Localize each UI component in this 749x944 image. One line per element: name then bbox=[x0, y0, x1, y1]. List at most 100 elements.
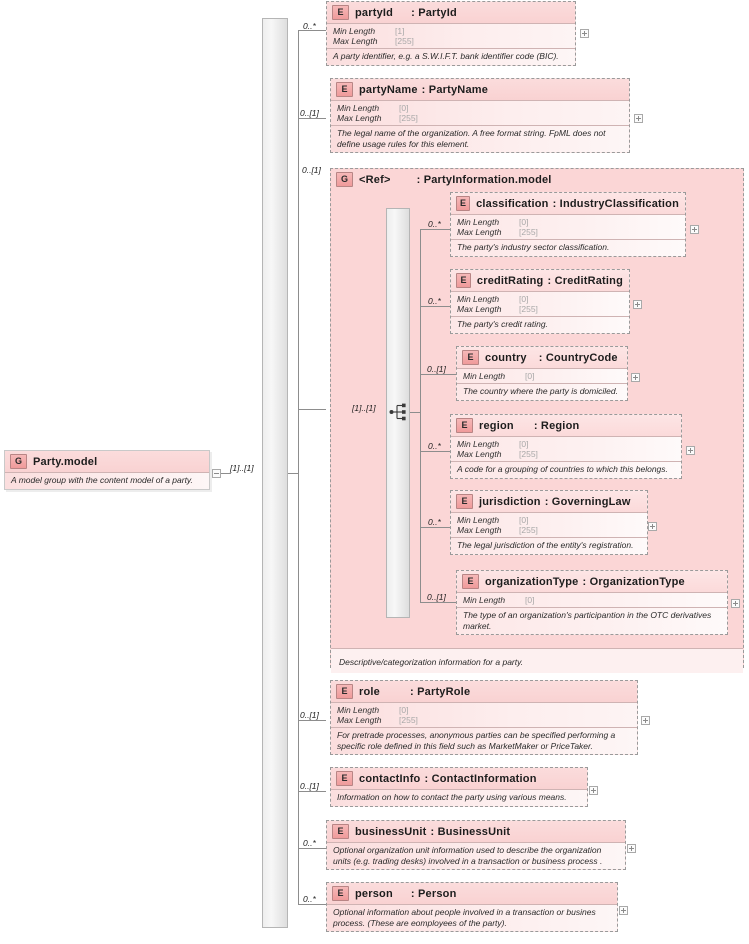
node-name-region: region: Region bbox=[479, 419, 580, 432]
expand-partyname-button[interactable] bbox=[634, 114, 643, 123]
facet-row: Max Length [255] bbox=[337, 113, 623, 123]
facet-key: Max Length bbox=[333, 36, 378, 46]
node-title-role: E role: PartyRole bbox=[331, 681, 637, 702]
group-badge-icon: G bbox=[10, 454, 27, 469]
connector-branch-partyname bbox=[298, 118, 326, 119]
sequence-bar-root bbox=[262, 18, 288, 928]
node-partyid[interactable]: E partyId: PartyId Min Length [1] Max Le… bbox=[326, 1, 576, 66]
connector-branch-creditrating bbox=[420, 306, 452, 307]
node-organizationtype[interactable]: E organizationType: OrganizationType Min… bbox=[456, 570, 728, 635]
facet-row: Min Length [0] bbox=[337, 705, 631, 715]
node-businessunit[interactable]: E businessUnit: BusinessUnit Optional or… bbox=[326, 820, 626, 870]
connector-root-to-bar bbox=[221, 473, 231, 474]
node-facets-jurisdiction: Min Length [0] Max Length [255] bbox=[451, 512, 647, 537]
element-badge-icon: E bbox=[462, 350, 479, 365]
connector-spine-root bbox=[298, 30, 299, 904]
node-title-party-model: G Party.model bbox=[5, 451, 209, 472]
element-badge-icon: E bbox=[336, 771, 353, 786]
node-doc-country: The country where the party is domiciled… bbox=[457, 383, 627, 400]
node-title-classification: E classification: IndustryClassification bbox=[451, 193, 685, 214]
facet-key: Min Length bbox=[457, 515, 500, 525]
connector-bar-to-spine bbox=[288, 473, 299, 474]
node-facets-partyname: Min Length [0] Max Length [255] bbox=[331, 100, 629, 125]
expand-person-button[interactable] bbox=[619, 906, 628, 915]
collapse-party-model-button[interactable] bbox=[212, 469, 221, 478]
node-contactinfo[interactable]: E contactInfo: ContactInformation Inform… bbox=[330, 767, 588, 807]
expand-organizationtype-button[interactable] bbox=[731, 599, 740, 608]
node-name-person: person: Person bbox=[355, 887, 457, 900]
expand-partyid-button[interactable] bbox=[580, 29, 589, 38]
connector-branch-partyinfo bbox=[298, 409, 326, 410]
node-person[interactable]: E person: Person Optional information ab… bbox=[326, 882, 618, 932]
node-title-person: E person: Person bbox=[327, 883, 617, 904]
node-jurisdiction[interactable]: E jurisdiction: GoverningLaw Min Length … bbox=[450, 490, 648, 555]
facet-key: Max Length bbox=[457, 227, 502, 237]
node-title-businessunit: E businessUnit: BusinessUnit bbox=[327, 821, 625, 842]
cardinality-party-model: [1]..[1] bbox=[230, 463, 254, 473]
facet-row: Max Length [255] bbox=[457, 449, 675, 459]
node-country[interactable]: E country: CountryCode Min Length [0] Th… bbox=[456, 346, 628, 401]
facet-row: Min Length [0] bbox=[337, 103, 623, 113]
expand-jurisdiction-button[interactable] bbox=[648, 522, 657, 531]
node-role[interactable]: E role: PartyRole Min Length [0] Max Len… bbox=[330, 680, 638, 755]
element-badge-icon: E bbox=[456, 196, 471, 211]
node-doc-partyinformation-model: Descriptive/categorization information f… bbox=[339, 657, 524, 667]
facet-value: [0] bbox=[399, 103, 409, 113]
facet-row: Min Length [0] bbox=[463, 595, 721, 605]
facet-value: [255] bbox=[399, 715, 418, 725]
expand-role-button[interactable] bbox=[641, 716, 650, 725]
element-badge-icon: E bbox=[336, 684, 353, 699]
node-creditrating[interactable]: E creditRating: CreditRating Min Length … bbox=[450, 269, 630, 334]
expand-contactinfo-button[interactable] bbox=[589, 786, 598, 795]
facet-key: Max Length bbox=[337, 113, 382, 123]
facet-row: Max Length [255] bbox=[457, 227, 679, 237]
node-region[interactable]: E region: Region Min Length [0] Max Leng… bbox=[450, 414, 682, 479]
facet-key: Min Length bbox=[457, 439, 500, 449]
element-badge-icon: E bbox=[456, 494, 473, 509]
node-title-partyinformation-model: G <Ref>: PartyInformation.model bbox=[331, 169, 743, 190]
facet-value: [255] bbox=[519, 525, 538, 535]
cardinality-person: 0..* bbox=[303, 894, 316, 904]
connector-branch-jurisdiction bbox=[420, 527, 452, 528]
connector-branch-classification bbox=[420, 229, 452, 230]
node-doc-creditrating: The party's credit rating. bbox=[451, 316, 629, 333]
connector-innerbar-to-spine bbox=[410, 412, 421, 413]
node-doc-person: Optional information about people involv… bbox=[327, 904, 617, 931]
cardinality-partyinfo: 0..[1] bbox=[302, 165, 321, 175]
connector-branch-businessunit bbox=[298, 848, 326, 849]
node-name-country: country: CountryCode bbox=[485, 351, 618, 364]
element-badge-icon: E bbox=[336, 82, 353, 97]
facet-value: [255] bbox=[519, 227, 538, 237]
node-name-party-model: Party.model bbox=[33, 455, 98, 468]
expand-classification-button[interactable] bbox=[690, 225, 699, 234]
node-name-classification: classification: IndustryClassification bbox=[476, 197, 679, 210]
facet-row: Max Length [255] bbox=[457, 304, 623, 314]
node-party-model[interactable]: G Party.model A model group with the con… bbox=[4, 450, 210, 490]
facet-key: Min Length bbox=[457, 217, 500, 227]
facet-row: Max Length [255] bbox=[457, 525, 641, 535]
node-facets-creditrating: Min Length [0] Max Length [255] bbox=[451, 291, 629, 316]
node-facets-classification: Min Length [0] Max Length [255] bbox=[451, 214, 685, 239]
facet-value: [255] bbox=[519, 304, 538, 314]
expand-region-button[interactable] bbox=[686, 446, 695, 455]
node-name-creditrating: creditRating: CreditRating bbox=[476, 274, 623, 287]
node-partyname[interactable]: E partyName: PartyName Min Length [0] Ma… bbox=[330, 78, 630, 153]
node-classification[interactable]: E classification: IndustryClassification… bbox=[450, 192, 686, 257]
node-title-creditrating: E creditRating: CreditRating bbox=[451, 270, 629, 291]
expand-country-button[interactable] bbox=[631, 373, 640, 382]
node-doc-role: For pretrade processes, anonymous partie… bbox=[331, 727, 637, 754]
node-name-partyinformation-model: <Ref>: PartyInformation.model bbox=[359, 173, 552, 186]
facet-value: [0] bbox=[525, 371, 535, 381]
node-title-jurisdiction: E jurisdiction: GoverningLaw bbox=[451, 491, 647, 512]
node-doc-organizationtype: The type of an organization's participan… bbox=[457, 607, 727, 634]
cardinality-creditrating: 0..* bbox=[428, 296, 441, 306]
facet-key: Min Length bbox=[457, 294, 500, 304]
cardinality-businessunit: 0..* bbox=[303, 838, 316, 848]
facet-value: [0] bbox=[519, 294, 529, 304]
expand-businessunit-button[interactable] bbox=[627, 844, 636, 853]
sequence-compositor-icon-partyinformation[interactable] bbox=[389, 401, 411, 423]
connector-branch-contactinfo bbox=[298, 791, 326, 792]
facet-value: [255] bbox=[395, 36, 414, 46]
expand-creditrating-button[interactable] bbox=[633, 300, 642, 309]
